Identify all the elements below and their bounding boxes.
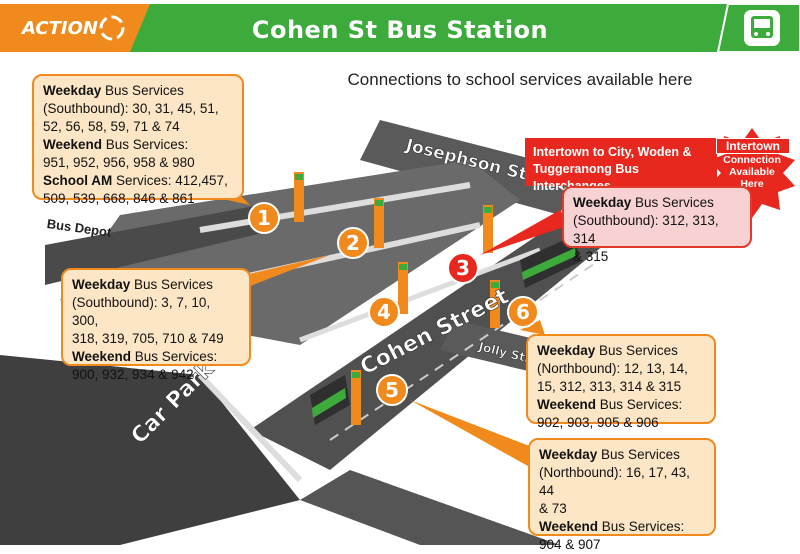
stop-3-weekday-suffix: Bus Services [631, 195, 714, 210]
stop-6-weekend-suffix: Bus Services: [596, 397, 683, 412]
stop-5-weekday-heading: Weekday [539, 447, 598, 462]
stop-2-weekday-suffix: Bus Services [130, 277, 213, 292]
stop-1-line5: 951, 952, 956, 958 & 980 [43, 155, 195, 170]
stop-1-weekend-suffix: Bus Services: [102, 137, 189, 152]
stop-1-services: Weekday Bus Services (Southbound): 30, 3… [32, 74, 244, 206]
stop-5-weekend-heading: Weekend [539, 519, 599, 534]
intertown-badge-line1: Connection [723, 154, 781, 166]
roads [0, 120, 610, 545]
stop-3-line2: (Southbound): 312, 313, 314 [573, 213, 719, 246]
stop-6-line3: 15, 312, 313, 314 & 315 [537, 379, 682, 394]
intertown-badge-text: Connection Available Here [716, 154, 788, 190]
stop-marker-3: 3 [447, 252, 479, 284]
stop-1-line7: 509, 539, 668, 846 & 861 [43, 191, 195, 206]
bus-icon [744, 10, 780, 46]
stop-1-school-suffix: Services: 412,457, [112, 173, 228, 188]
subtitle: Connections to school services available… [347, 70, 693, 89]
stop-6-weekend-heading: Weekend [537, 397, 597, 412]
action-logo: ACTION [22, 18, 98, 39]
svg-text:6: 6 [516, 300, 530, 324]
stop-6-weekday-heading: Weekday [537, 343, 596, 358]
stop-6-weekday-suffix: Bus Services [595, 343, 678, 358]
action-logo-icon [99, 15, 125, 41]
intertown-badge-line2: Available [729, 166, 775, 178]
stop-2-weekday-heading: Weekday [72, 277, 131, 292]
stop-5-line5: 904 & 907 [539, 537, 601, 552]
svg-text:2: 2 [346, 231, 360, 255]
stop-1-weekend-heading: Weekend [43, 137, 103, 152]
stop-1-line2: (Southbound): 30, 31, 45, 51, [43, 101, 219, 116]
intertown-banner: Intertown to City, Woden & Tuggeranong B… [525, 138, 717, 193]
stop-6-line5: 902, 903, 905 & 906 [537, 415, 659, 430]
stop-marker-6: 6 [507, 296, 539, 328]
pointer-2 [240, 255, 330, 290]
stop-1-line3: 52, 56, 58, 59, 71 & 74 [43, 119, 180, 134]
stop-2-line5: 900, 932, 934 & 942 [72, 367, 194, 382]
stop-2-services: Weekday Bus Services (Southbound): 3, 7,… [61, 268, 251, 382]
page-title: Cohen St Bus Station [251, 16, 549, 44]
stop-2-line2: (Southbound): 3, 7, 10, 300, [72, 295, 211, 328]
pointer-6 [520, 320, 545, 335]
stop-5-line2: (Northbound): 16, 17, 43, 44 [539, 465, 690, 498]
stop-3-line3: & 315 [573, 249, 609, 264]
stop-2-line3: 318, 319, 705, 710 & 749 [72, 331, 224, 346]
stop-2-weekend-suffix: Bus Services: [131, 349, 218, 364]
stop-3-services: Weekday Bus Services (Southbound): 312, … [562, 186, 752, 264]
svg-text:5: 5 [385, 378, 399, 402]
bus-cohen-south [520, 235, 580, 288]
stop-1-weekday-heading: Weekday [43, 83, 102, 98]
stop-5-weekday-suffix: Bus Services [597, 447, 680, 462]
pointer-5 [410, 400, 540, 470]
bus-cohen-north [310, 375, 350, 425]
stop-6-line2: (Northbound): 12, 13, 14, [537, 361, 688, 376]
stop-marker-4: 4 [368, 296, 400, 328]
stop-marker-1: 1 [248, 202, 280, 234]
stop-1-school-heading: School AM [43, 173, 113, 188]
stop-marker-2: 2 [337, 227, 369, 259]
svg-text:3: 3 [456, 256, 470, 280]
stop-2-weekend-heading: Weekend [72, 349, 132, 364]
intertown-badge-title: Intertown [716, 138, 790, 154]
stop-1-weekday-suffix: Bus Services [101, 83, 184, 98]
stop-3-weekday-heading: Weekday [573, 195, 632, 210]
stop-5-weekend-suffix: Bus Services: [598, 519, 685, 534]
stop-marker-5: 5 [376, 374, 408, 406]
stop-5-services: Weekday Bus Services (Northbound): 16, 1… [528, 438, 716, 552]
stop-6-services: Weekday Bus Services (Northbound): 12, 1… [526, 334, 716, 430]
stop-5-line3: & 73 [539, 501, 567, 516]
intertown-banner-line1: Intertown to City, Woden & [533, 145, 692, 159]
svg-text:4: 4 [377, 300, 391, 324]
stop-poles [294, 172, 500, 425]
svg-text:1: 1 [257, 206, 271, 230]
pointer-3 [480, 210, 570, 255]
